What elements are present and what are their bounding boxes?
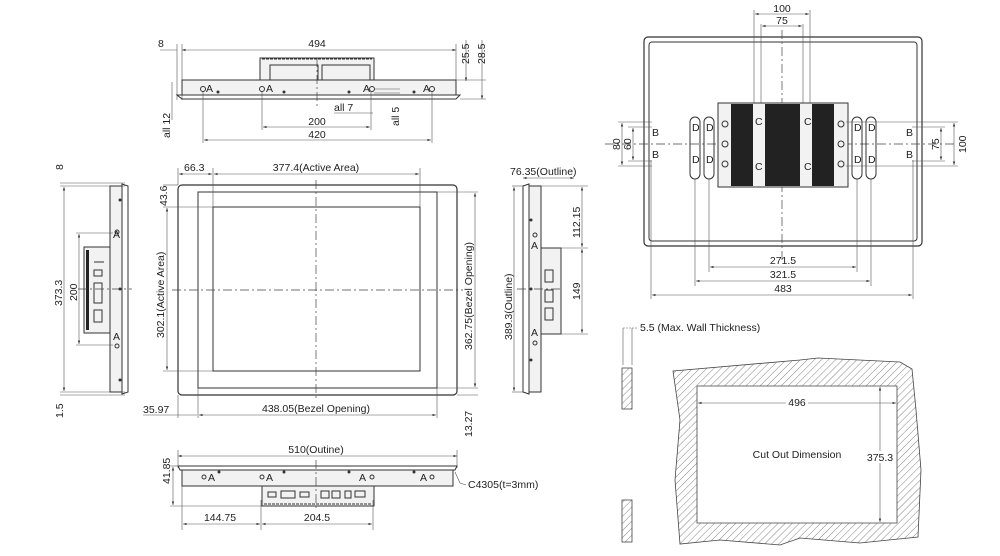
dim-active-top-offset: 43.6 [158,185,170,206]
panel-wall-hatch [672,357,922,546]
dim-depth-25-5: 25.5 [460,43,472,64]
dim-hole-spacing-200: 200 [308,116,326,128]
dim-overall-width: 494 [308,38,326,50]
svg-text:C: C [804,116,812,128]
svg-text:B: B [906,127,913,139]
dim-rear-left-60: 60 [622,138,634,150]
dim-hole-spacing-420: 420 [308,129,326,141]
svg-text:D: D [868,122,876,134]
svg-text:D: D [706,154,714,166]
svg-text:A: A [208,472,215,484]
svg-text:B: B [652,149,659,161]
svg-text:D: D [854,122,862,134]
dim-rear-left-80: 80 [611,138,623,150]
dim-hole-diameter: all 7 [334,102,353,114]
dim-top-to-box: 112.15 [571,207,583,238]
dim-bezel-width: 438.05(Bezel Opening) [262,403,370,415]
right-io-box [540,247,562,335]
dim-active-height: 302.1(Active Area) [155,252,167,338]
dim-side-height: 373.3 [53,280,65,306]
dim-rear-right-75: 75 [930,138,942,150]
dim-top-offset: 8 [54,164,66,170]
bottom-mounting-holes: A A A A [201,470,435,484]
active-area [212,206,421,372]
rear-view: 100 75 C C C C D D D D D D D D [605,3,969,299]
cutout-height: 375.3 [867,452,893,464]
dim-rear-321-5: 321.5 [770,269,796,281]
svg-text:A: A [531,240,538,252]
wall-thickness-label: 5.5 (Max. Wall Thickness) [640,322,760,334]
right-side-view: 76.35(Outline) A A 389.3(Outline) 112.15… [503,166,588,395]
svg-text:D: D [706,122,714,134]
svg-text:D: D [692,154,700,166]
dim-box-height: 149 [571,282,583,300]
bottom-panel-body [181,469,454,487]
dim-vesa-100: 100 [773,3,791,15]
dim-box-width: 204.5 [304,512,330,524]
svg-text:A: A [266,83,273,95]
dim-outline-height: 389.3(Outline) [503,273,515,340]
bottom-view: 510(Outine) A A A A 41.85 144 [161,444,538,530]
left-side-view: 8 373.3 1.5 A A 200 [53,164,132,418]
svg-text:A: A [531,327,538,339]
svg-text:C: C [755,161,763,173]
dim-depth-28-5: 28.5 [476,43,488,64]
dim-vesa-75: 75 [776,15,788,27]
svg-text:A: A [113,331,120,343]
svg-text:B: B [652,127,659,139]
dim-bottom-depth: 41.85 [161,458,173,484]
cutout-width: 496 [788,397,806,409]
svg-text:C: C [755,116,763,128]
dim-hole-offset: all 12 [161,113,173,138]
top-view: 494 8 A A A A 25.5 28.5 [158,38,488,143]
front-view: 66.3 377.4(Active Area) 43.6 302.1(Activ… [143,162,478,437]
dim-rear-483: 483 [774,283,792,295]
svg-text:B: B [906,149,913,161]
dim-rear-right-100: 100 [957,135,969,153]
svg-text:D: D [854,154,862,166]
svg-text:A: A [113,229,120,241]
top-mounting-holes: A A A A [200,83,435,95]
dim-rear-271-5: 271.5 [770,255,796,267]
bottom-io-box [261,485,375,507]
svg-text:D: D [868,154,876,166]
cutout-view: 5.5 (Max. Wall Thickness) 496 375.3 Cut … [621,322,922,546]
dim-active-width: 377.4(Active Area) [273,162,359,174]
svg-text:C: C [804,161,812,173]
svg-text:A: A [206,83,213,95]
dim-active-left-offset: 66.3 [184,162,205,174]
dim-bezel-bottom: 13.27 [463,411,475,437]
dim-bezel-height: 362.75(Bezel Opening) [463,242,475,350]
dim-bottom-width: 510(Outine) [288,444,343,456]
dim-side-hole-spacing: 200 [68,283,80,301]
dim-left-to-box: 144.75 [204,512,236,524]
svg-text:A: A [420,472,427,484]
dim-bezel-edge: 8 [158,38,164,50]
vesa-holes: C C C C [755,116,812,173]
svg-text:A: A [266,472,273,484]
svg-text:A: A [359,472,366,484]
material-note: C4305(t=3mm) [468,479,538,491]
dim-outline-depth: 76.35(Outline) [510,166,577,178]
svg-text:A: A [363,83,370,95]
svg-text:A: A [423,83,430,95]
cutout-title: Cut Out Dimension [753,449,842,461]
dim-bezel-left: 35.97 [143,404,169,416]
svg-text:D: D [692,122,700,134]
dim-hole-depth: all 5 [390,107,402,126]
dim-bottom-offset: 1.5 [54,403,66,418]
